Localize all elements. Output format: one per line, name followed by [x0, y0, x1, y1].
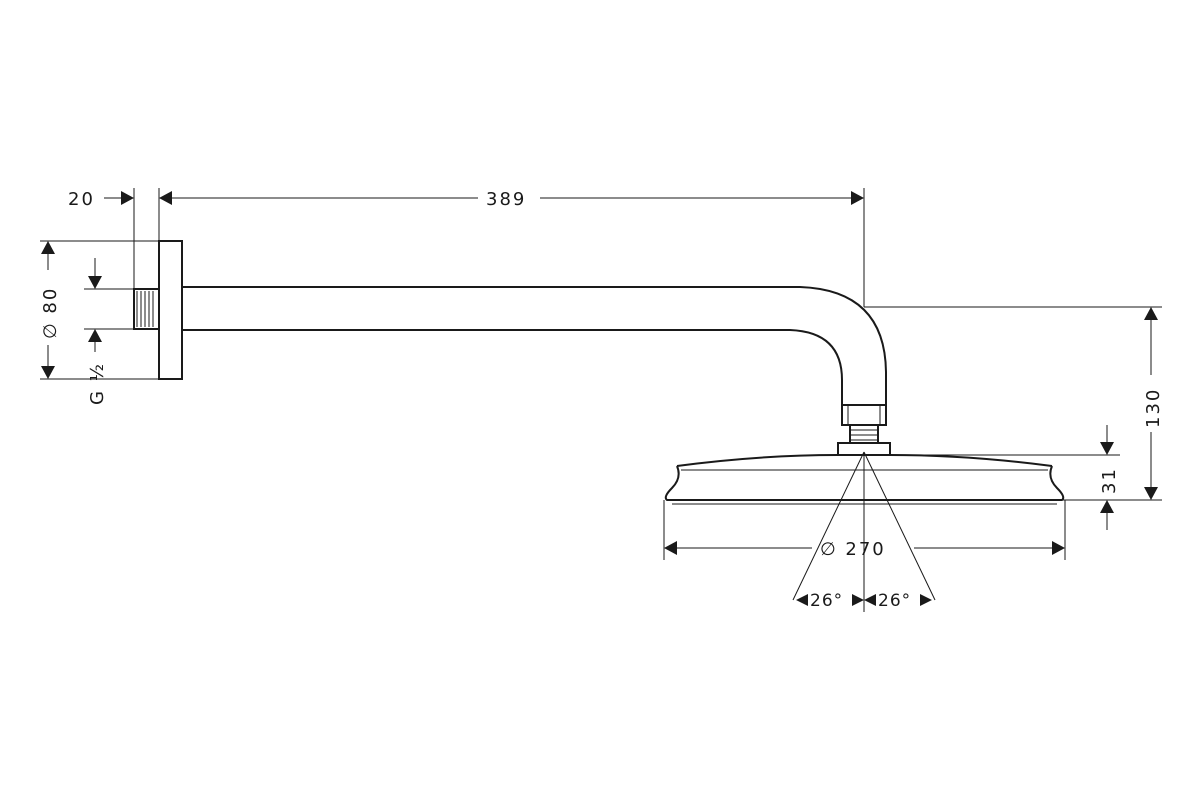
dimension-label-head-diameter: ∅ 270 — [820, 539, 886, 560]
dimension-head-diameter — [663, 500, 1066, 560]
dimension-head-height — [890, 425, 1120, 530]
dimension-rosette-diameter — [40, 240, 159, 380]
dimension-label-wall-offset: 20 — [68, 189, 95, 210]
dimension-label-head-height: 31 — [1099, 467, 1120, 494]
dimension-label-angle-left: 26° — [810, 591, 843, 611]
shower-arm — [182, 286, 887, 405]
dimension-label-thread: G ½ — [87, 362, 108, 405]
dimension-wall-offset — [104, 188, 172, 289]
dimension-arm-length — [172, 188, 865, 307]
dimension-label-arm-length: 389 — [486, 189, 526, 210]
dimension-label-angle-right: 26° — [878, 591, 911, 611]
dimension-thread — [84, 258, 134, 352]
thread-connector — [133, 288, 160, 330]
dimension-head-drop — [864, 306, 1162, 501]
dimension-label-rosette-diameter: ∅ 80 — [40, 287, 61, 339]
swivel-joint — [837, 404, 891, 456]
dimension-label-head-drop: 130 — [1143, 388, 1164, 428]
wall-rosette — [158, 240, 183, 380]
dimension-spray-angle — [792, 451, 936, 612]
